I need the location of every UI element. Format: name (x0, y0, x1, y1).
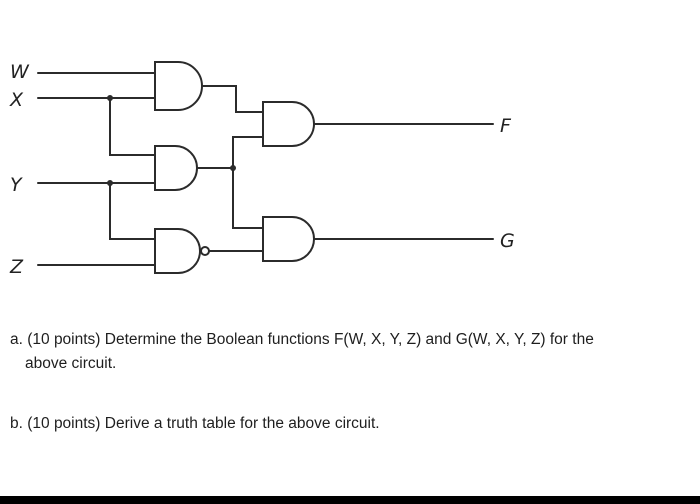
nand-gate-yz (154, 228, 201, 274)
wire-gate2-to-g (196, 167, 264, 229)
and-gate-f (262, 101, 315, 147)
question-b: b. (10 points) Derive a truth table for … (10, 415, 380, 432)
wire-gate2-to-f (232, 136, 264, 169)
question-a-line1: a. (10 points) Determine the Boolean fun… (10, 331, 594, 348)
wire-y-branch (109, 182, 156, 240)
question-a: a. (10 points) Determine the Boolean fun… (10, 328, 695, 376)
nand-bubble (200, 246, 210, 256)
junction-y (107, 180, 113, 186)
input-label-y: Y (10, 174, 23, 196)
junction-gate2 (230, 165, 236, 171)
and-gate-xy (154, 145, 198, 191)
wire-gate1-to-f (201, 85, 264, 113)
wire-x-branch (109, 97, 156, 156)
junction-x (107, 95, 113, 101)
logic-circuit-diagram: W X Y Z F G (9, 61, 515, 278)
and-gate-wx (154, 61, 203, 111)
input-label-x: X (9, 89, 24, 111)
output-label-g: G (500, 230, 515, 252)
input-label-w: W (10, 61, 30, 83)
input-label-z: Z (9, 256, 24, 278)
and-gate-g (262, 216, 315, 262)
output-label-f: F (500, 115, 512, 137)
question-a-line2: above circuit. (25, 355, 117, 372)
